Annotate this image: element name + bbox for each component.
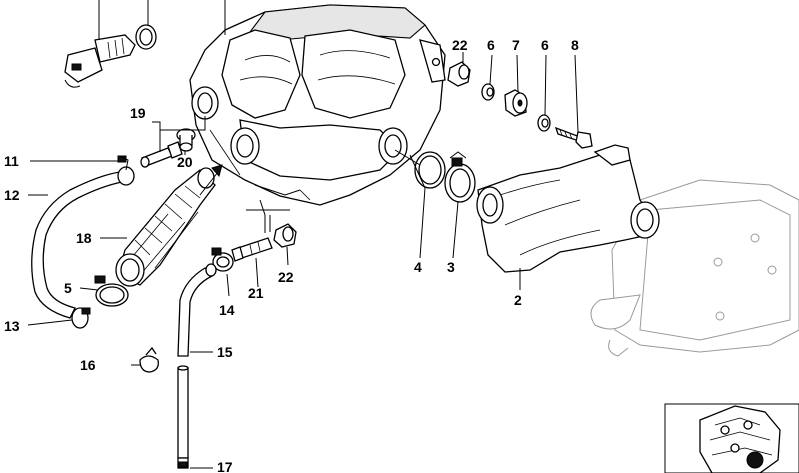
callout-16: 16 bbox=[80, 357, 96, 373]
callout-22b: 22 bbox=[278, 269, 294, 285]
callout-21: 21 bbox=[248, 285, 264, 301]
callout-19: 19 bbox=[130, 105, 146, 121]
callout-6a: 6 bbox=[487, 37, 495, 53]
leader-lines bbox=[27, 0, 579, 469]
rubber-bushing-6a-icon bbox=[481, 83, 495, 101]
grommet-20-icon bbox=[176, 128, 196, 152]
callout-3: 3 bbox=[447, 259, 455, 275]
callout-2: 2 bbox=[514, 292, 522, 308]
hose-clamp-5-icon bbox=[94, 275, 129, 307]
air-silencer-housing-icon bbox=[189, 4, 446, 206]
sealing-ring-4-icon bbox=[414, 151, 446, 189]
connector-19-icon bbox=[140, 141, 183, 168]
grommet-22-icon bbox=[447, 61, 471, 87]
callout-5: 5 bbox=[64, 280, 72, 296]
callout-12: 12 bbox=[4, 187, 20, 203]
hose-clamp-3-icon bbox=[444, 151, 476, 203]
callout-7: 7 bbox=[512, 37, 520, 53]
hose-clamp-13-icon bbox=[71, 307, 91, 329]
hose-clamp-11-icon bbox=[117, 155, 135, 186]
callout-11: 11 bbox=[4, 153, 19, 169]
washer-6b-icon bbox=[537, 114, 551, 132]
vent-hose-17-icon bbox=[177, 365, 189, 469]
intake-hose-18-icon bbox=[115, 167, 216, 287]
sealing-ring-top-icon bbox=[135, 24, 157, 50]
hex-bolt-8-icon bbox=[554, 126, 593, 149]
grommet-22b-icon bbox=[273, 223, 297, 248]
callout-17: 17 bbox=[217, 459, 233, 473]
callout-13: 13 bbox=[4, 318, 20, 334]
vehicle-inset-icon bbox=[664, 403, 799, 473]
hose-nipple-21-icon bbox=[231, 237, 273, 262]
callout-14: 14 bbox=[219, 302, 235, 318]
hose-clamp-14-icon bbox=[211, 247, 234, 272]
callout-20: 20 bbox=[177, 154, 193, 170]
rubber-mount-7-icon bbox=[504, 89, 528, 117]
callout-8: 8 bbox=[571, 37, 579, 53]
vent-hose-12-icon bbox=[31, 171, 123, 319]
callout-22a: 22 bbox=[452, 37, 468, 53]
callout-15: 15 bbox=[217, 344, 233, 360]
callout-18: 18 bbox=[76, 230, 92, 246]
callout-4: 4 bbox=[414, 259, 422, 275]
clip-16-icon bbox=[139, 346, 159, 373]
vent-hose-15-icon bbox=[177, 263, 217, 357]
temperature-sensor-icon bbox=[64, 34, 136, 88]
direction-arrow-icon bbox=[199, 164, 223, 196]
callout-6b: 6 bbox=[541, 37, 549, 53]
intake-boot-icon bbox=[476, 144, 660, 273]
